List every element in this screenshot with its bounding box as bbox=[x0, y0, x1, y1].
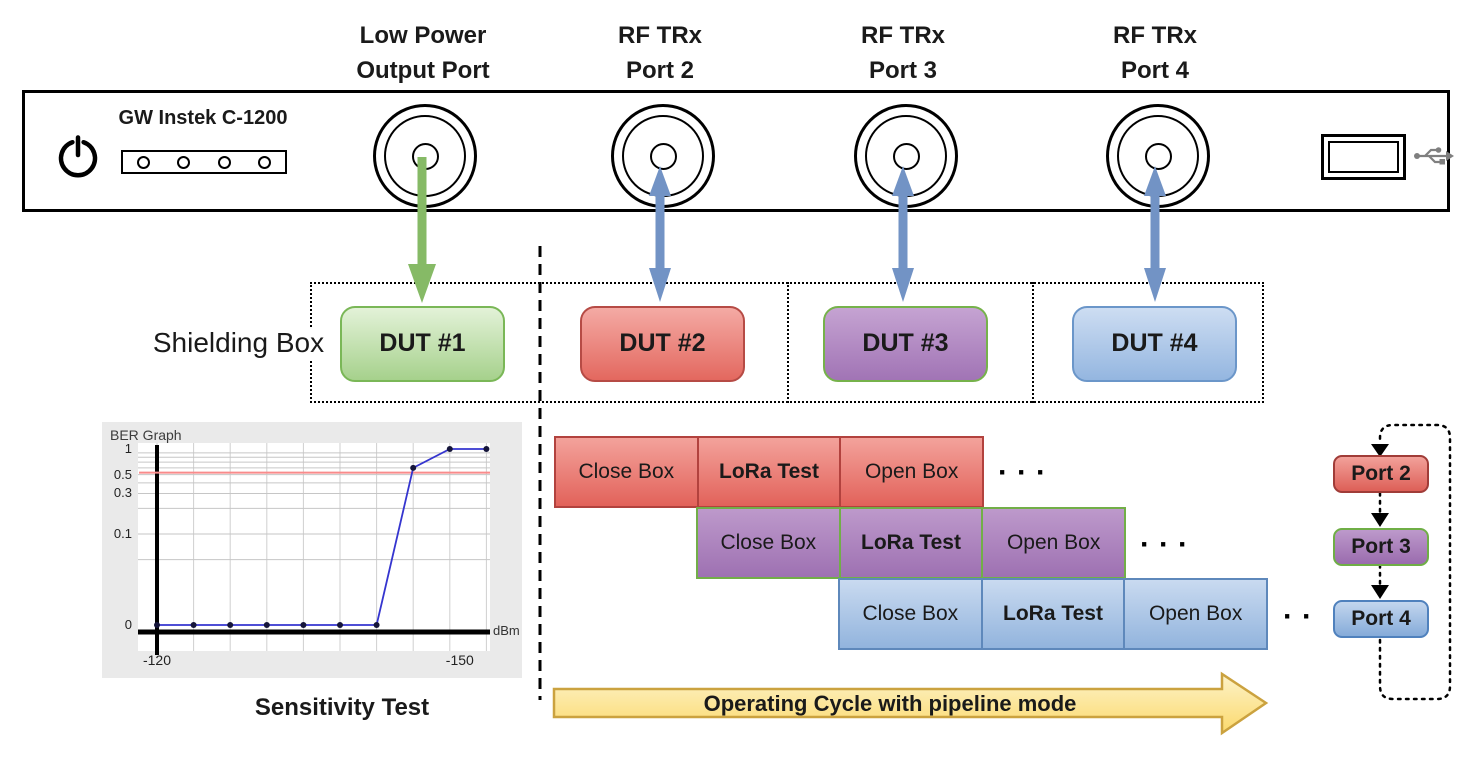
instrument-front-panel: GW Instek C-1200 bbox=[22, 90, 1454, 212]
led-indicator bbox=[177, 155, 191, 169]
y-tick-label: 0.1 bbox=[113, 526, 132, 541]
pipeline-step-open-box: Open Box bbox=[839, 438, 982, 506]
shielding-box-divider bbox=[787, 282, 789, 403]
rf-port-2-ring bbox=[622, 115, 704, 197]
ellipsis-row2: ··· bbox=[1140, 528, 1197, 561]
rf-port-4-ring bbox=[1117, 115, 1199, 197]
x-tick-label: -120 bbox=[142, 652, 172, 668]
cycle-port-2-box: Port 2 bbox=[1333, 455, 1429, 493]
pipeline-row-port4: Close Box LoRa Test Open Box bbox=[838, 578, 1268, 650]
pipeline-step-lora-test: LoRa Test bbox=[696, 438, 840, 506]
y-tick-label: 0.5 bbox=[113, 466, 132, 482]
ber-panel: BER Graph dBm 1 0.5 0.3 0.1 0 -120 -150 bbox=[102, 422, 522, 678]
led-indicator bbox=[136, 155, 150, 169]
led-indicator bbox=[217, 155, 231, 169]
rf-port-1-ring bbox=[384, 115, 466, 197]
pipeline-step-close-box: Close Box bbox=[578, 460, 675, 483]
pipeline-step-lora-test: LoRa Test bbox=[980, 580, 1124, 648]
x-axis-unit-label: dBm bbox=[493, 623, 520, 638]
rf-port-1-connector bbox=[373, 104, 477, 208]
port1-header-line2: Output Port bbox=[356, 57, 490, 84]
rf-port-2-connector bbox=[611, 104, 715, 208]
rf-port-2-pin bbox=[649, 142, 677, 170]
rf-port-4-connector bbox=[1106, 104, 1210, 208]
pipeline-step-close-box: Close Box bbox=[720, 531, 817, 554]
y-tick-label: 0 bbox=[124, 617, 132, 632]
port3-header-line1: RF TRx bbox=[861, 22, 945, 49]
rf-port-4-pin bbox=[1144, 142, 1172, 170]
dut-4-box: DUT #4 bbox=[1072, 306, 1237, 382]
operating-cycle-label: Operating Cycle with pipeline mode bbox=[703, 691, 1077, 716]
shielding-box-label: Shielding Box bbox=[146, 327, 331, 359]
power-icon bbox=[58, 135, 98, 178]
pipeline-row-port2: Close Box LoRa Test Open Box bbox=[554, 436, 984, 508]
led-indicator bbox=[258, 155, 272, 169]
device-model-label: GW Instek C-1200 bbox=[118, 107, 288, 129]
port2-header-line2: Port 2 bbox=[625, 57, 694, 84]
pipeline-row-port3: Close Box LoRa Test Open Box bbox=[696, 507, 1126, 579]
usb-icon bbox=[1414, 147, 1454, 165]
ellipsis-row1: ··· bbox=[998, 456, 1055, 489]
dut-3-box: DUT #3 bbox=[823, 306, 988, 382]
dut-2-box: DUT #2 bbox=[580, 306, 745, 382]
rf-port-3-connector bbox=[854, 104, 958, 208]
rf-port-3-ring bbox=[865, 115, 947, 197]
cycle-port-4-box: Port 4 bbox=[1333, 600, 1429, 638]
x-tick-label: -150 bbox=[445, 652, 474, 668]
rf-port-1-pin bbox=[411, 142, 439, 170]
shielding-box-divider bbox=[1032, 282, 1034, 403]
pipeline-step-open-box: Open Box bbox=[981, 509, 1124, 577]
usb-port-inner bbox=[1328, 141, 1399, 173]
ellipsis-row3: ·· bbox=[1283, 600, 1321, 633]
pipeline-step-lora-test: LoRa Test bbox=[838, 509, 982, 577]
dut-1-box: DUT #1 bbox=[340, 306, 505, 382]
ber-chart-svg bbox=[138, 443, 490, 655]
port1-header-line1: Low Power bbox=[359, 22, 487, 49]
pipeline-step-open-box: Open Box bbox=[1123, 580, 1266, 648]
sensitivity-test-caption: Sensitivity Test bbox=[254, 694, 430, 721]
led-strip bbox=[121, 150, 287, 174]
port2-header-line1: RF TRx bbox=[618, 22, 702, 49]
port4-header-line1: RF TRx bbox=[1113, 22, 1197, 49]
ber-chart-title: BER Graph bbox=[110, 427, 182, 443]
y-tick-label: 0.3 bbox=[113, 485, 132, 501]
rf-port-3-pin bbox=[892, 142, 920, 170]
cycle-port-3-box: Port 3 bbox=[1333, 528, 1429, 566]
y-tick-label: 1 bbox=[124, 441, 132, 456]
port3-header-line2: Port 3 bbox=[868, 57, 937, 84]
usb-port bbox=[1321, 134, 1406, 180]
port4-header-line2: Port 4 bbox=[1120, 57, 1189, 84]
pipeline-step-close-box: Close Box bbox=[862, 602, 959, 625]
